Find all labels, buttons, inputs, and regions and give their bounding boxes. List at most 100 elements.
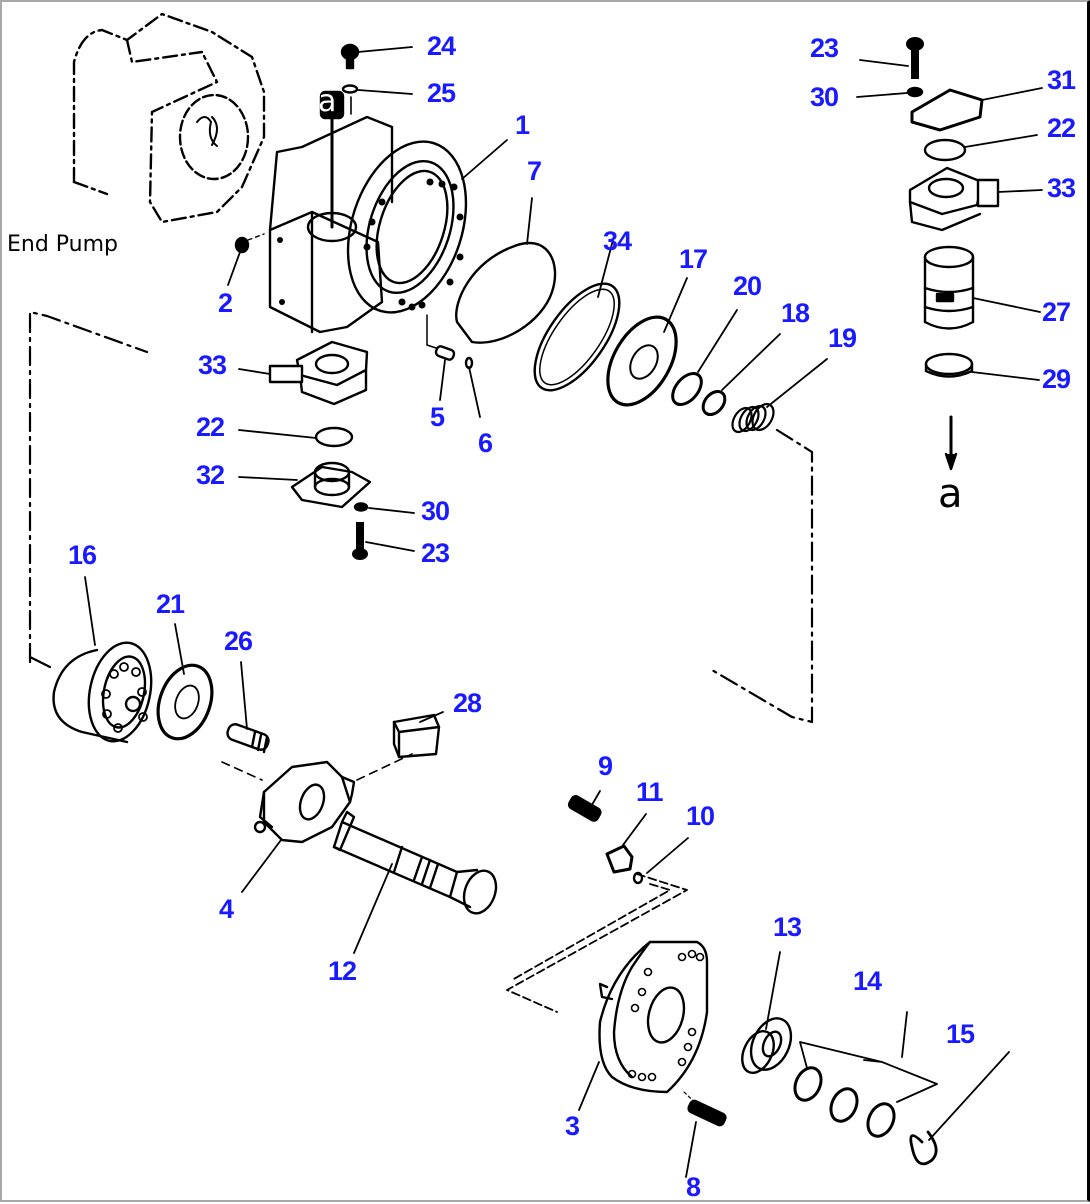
leader-30-upper [856, 92, 908, 98]
bolt-part-8 [687, 1099, 727, 1127]
key-part-28 [392, 713, 441, 759]
swash-plate-part-4 [253, 760, 356, 844]
callout-8: 8 [686, 1172, 701, 1202]
sleeve-part-27 [923, 245, 975, 330]
washer-part-30-upper [906, 86, 924, 98]
callout-6: 6 [478, 428, 493, 458]
end-pump-port-detail [196, 116, 218, 147]
leader-22-lower [238, 429, 317, 439]
shim-part-14c [866, 1102, 896, 1138]
leader-29 [971, 371, 1040, 381]
shim-part-14b [829, 1087, 859, 1123]
callout-32: 32 [196, 460, 225, 490]
leader-9 [588, 790, 601, 811]
o-ring-part-10 [632, 871, 644, 885]
axis-line-21-4 [221, 761, 263, 781]
pin-part-26 [226, 723, 270, 754]
leader-18 [721, 333, 781, 391]
o-ring-part-22-lower [314, 426, 354, 448]
callout-22-upper: 22 [1047, 113, 1076, 143]
callout-22-lower: 22 [196, 412, 225, 442]
callout-34: 34 [603, 226, 632, 256]
plate-part-21 [156, 663, 214, 741]
callout-31: 31 [1047, 65, 1076, 95]
pump-housing-part-1 [268, 90, 468, 334]
callout-7: 7 [527, 156, 542, 186]
shaft-part-12 [332, 810, 498, 915]
leader-4 [241, 839, 282, 893]
bearing-part-13 [741, 1017, 793, 1074]
end-pump-port-icon [178, 93, 250, 181]
callout-13: 13 [773, 912, 802, 942]
bolt-part-23-lower [352, 522, 368, 560]
leader-31 [981, 87, 1043, 101]
callout-14: 14 [853, 966, 882, 996]
callout-21: 21 [156, 589, 185, 619]
plate-part-21-hub [174, 684, 200, 720]
leader-20 [697, 309, 738, 373]
callout-24: 24 [427, 31, 456, 61]
spring-part-19 [731, 402, 775, 434]
callout-20: 20 [733, 271, 762, 301]
callout-2: 2 [218, 288, 233, 318]
callout-26: 26 [224, 626, 253, 656]
callout-23-upper: 23 [810, 33, 839, 63]
end-cover-part-3 [598, 940, 709, 1094]
leader-16 [84, 576, 96, 646]
callout-12: 12 [328, 956, 357, 986]
end-pump-label: End Pump [7, 232, 119, 257]
gasket-part-33-lower [268, 340, 369, 406]
block-part-11 [605, 844, 634, 874]
ref-mark-a-housing: a [318, 84, 337, 119]
callout-1: 1 [515, 110, 530, 140]
callout-33-upper: 33 [1047, 173, 1076, 203]
leader-2-axis [247, 233, 265, 241]
plug-part-2 [234, 236, 250, 254]
assembly-boundary-left-bottom [28, 655, 52, 669]
callout-15: 15 [946, 1019, 975, 1049]
plate-part-17 [606, 315, 678, 407]
leader-33-upper [997, 189, 1043, 193]
callout-33-lower: 33 [198, 350, 227, 380]
washer-part-30-lower [353, 502, 369, 512]
leader-10 [646, 837, 689, 874]
leader-24 [357, 46, 413, 53]
leader-6 [468, 366, 481, 418]
gasket-part-33-upper [908, 166, 1000, 232]
washer-part-18 [701, 389, 727, 417]
leader-1 [461, 139, 508, 180]
callout-16: 16 [68, 540, 97, 570]
snap-ring-part-20 [671, 372, 703, 406]
cylinder-block-part-16 [52, 641, 153, 744]
arrow-head-down-icon [944, 452, 958, 471]
callout-18: 18 [781, 298, 810, 328]
leader-33-lower [238, 368, 271, 375]
leader-21 [174, 623, 185, 675]
ring-part-34 [533, 282, 621, 392]
callout-17: 17 [679, 244, 708, 274]
leader-7 [526, 197, 533, 245]
leader-11 [622, 813, 647, 846]
leader-26 [240, 661, 248, 730]
callout-4: 4 [219, 894, 234, 924]
leader-25 [357, 89, 413, 95]
end-pump-phantom [72, 12, 266, 224]
o-ring-part-25 [341, 84, 359, 94]
leader-13 [765, 951, 781, 1030]
o-ring-part-22-upper [923, 138, 967, 162]
leader-17 [663, 277, 688, 333]
bolt-part-9 [567, 795, 602, 822]
leader-19 [766, 358, 828, 408]
leader-8-line [685, 1121, 697, 1178]
callout-25: 25 [427, 78, 456, 108]
plug-part-24 [340, 43, 360, 70]
callout-11: 11 [636, 777, 664, 807]
snap-ring-part-15 [909, 1130, 938, 1166]
callout-27: 27 [1042, 297, 1071, 327]
leader-23-lower [365, 541, 415, 552]
assembly-boundary-right [710, 428, 814, 724]
callout-19: 19 [828, 323, 857, 353]
leader-27 [972, 297, 1041, 313]
leader-23-upper [859, 59, 909, 67]
leader-8 [683, 1091, 706, 1113]
